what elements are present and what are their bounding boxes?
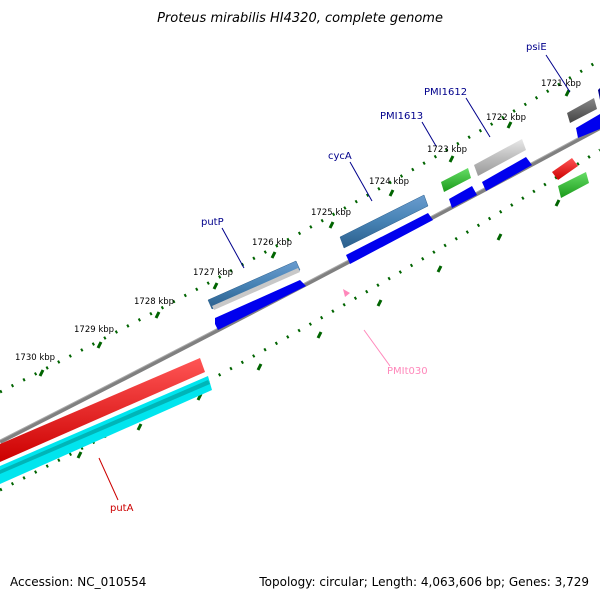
pmit030-marker[interactable] <box>343 289 350 297</box>
tick-label-1725: 1725 kbp <box>311 208 351 218</box>
gene-label-putA[interactable]: putA <box>110 503 134 514</box>
gene-label-pmit030[interactable]: PMIt030 <box>387 366 428 377</box>
putP-feature[interactable] <box>207 260 301 310</box>
red-feature-right[interactable] <box>552 158 578 180</box>
gene-label-psiE[interactable]: psiE <box>526 42 547 53</box>
major-ticks <box>38 89 571 459</box>
gene-label-putP[interactable]: putP <box>201 217 224 228</box>
tick-label-1721: 1721 kbp <box>541 79 581 89</box>
putA-feature[interactable] <box>0 358 205 462</box>
gene-label-pmi1612[interactable]: PMI1612 <box>424 87 467 98</box>
tick-label-1726: 1726 kbp <box>252 238 292 248</box>
psiE-cds[interactable] <box>576 114 600 138</box>
tick-label-1722: 1722 kbp <box>486 113 526 123</box>
topology-text: Topology: circular; Length: 4,063,606 bp… <box>258 575 589 589</box>
outer-tick-track <box>0 58 600 394</box>
tick-label-1727: 1727 kbp <box>193 268 233 278</box>
putA-cds[interactable] <box>0 376 212 484</box>
tick-label-1724: 1724 kbp <box>369 177 409 187</box>
tick-labels: 1721 kbp 1722 kbp 1723 kbp 1724 kbp 1725… <box>15 79 581 363</box>
tick-label-1728: 1728 kbp <box>134 297 174 307</box>
pmi1613-cds[interactable] <box>449 186 477 208</box>
pmi1612-cds[interactable] <box>482 157 532 191</box>
tick-label-1723: 1723 kbp <box>427 145 467 155</box>
cycA-feature[interactable] <box>339 194 429 249</box>
map-title: Proteus mirabilis HI4320, complete genom… <box>157 11 443 26</box>
green-feature-right[interactable] <box>558 172 589 198</box>
label-leaders <box>98 54 571 501</box>
accession-text: Accession: NC_010554 <box>10 575 146 589</box>
pmi1613-feature[interactable] <box>441 168 471 192</box>
gene-label-pmi1613[interactable]: PMI1613 <box>380 111 423 122</box>
tick-label-1730: 1730 kbp <box>15 353 55 363</box>
pmi1612-feature[interactable] <box>474 139 526 176</box>
cycA-cds[interactable] <box>346 213 433 264</box>
putP-cds[interactable] <box>215 280 306 330</box>
gene-label-cycA[interactable]: cycA <box>328 151 352 162</box>
gene-labels: psiE PMI1612 PMI1613 cycA putP putA PMIt… <box>110 42 547 514</box>
tick-label-1729: 1729 kbp <box>74 325 114 335</box>
